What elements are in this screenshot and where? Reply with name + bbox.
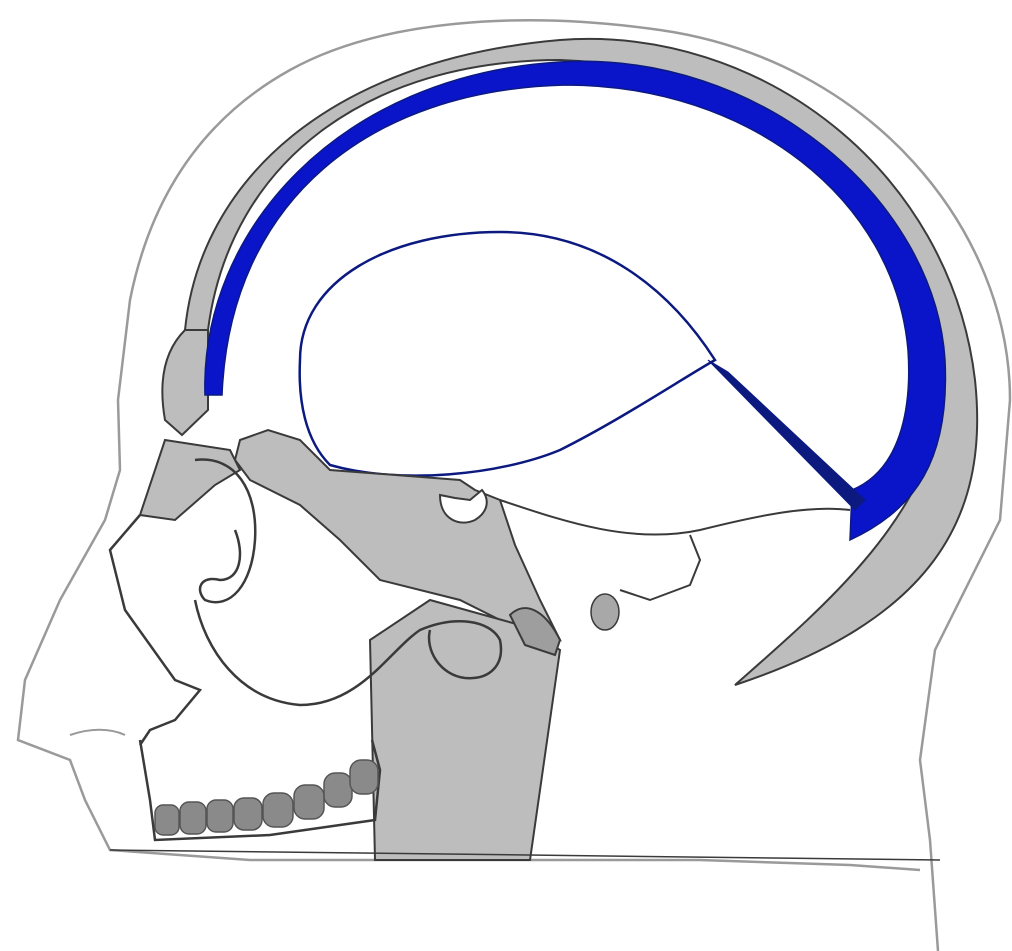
inferior-sagittal-sinus: [300, 232, 715, 476]
lip-detail: [70, 730, 125, 735]
tooth: [180, 802, 206, 834]
nasal-maxilla-bone: [140, 440, 240, 520]
tooth: [207, 800, 233, 832]
occipital-contour: [620, 535, 700, 600]
tooth: [263, 793, 293, 827]
tooth: [234, 798, 262, 830]
cranial-base-bone: [235, 430, 560, 640]
mastoid-process: [591, 594, 619, 630]
tooth: [294, 785, 324, 819]
skull-vault-bone: [185, 39, 977, 685]
tooth: [155, 805, 179, 835]
tooth: [324, 773, 352, 807]
occipital-outline: [500, 500, 850, 535]
straight-sinus: [708, 360, 865, 510]
frontal-orbit-bone: [162, 330, 208, 435]
tooth: [350, 760, 378, 794]
nasal-cavity-contour: [110, 515, 200, 745]
